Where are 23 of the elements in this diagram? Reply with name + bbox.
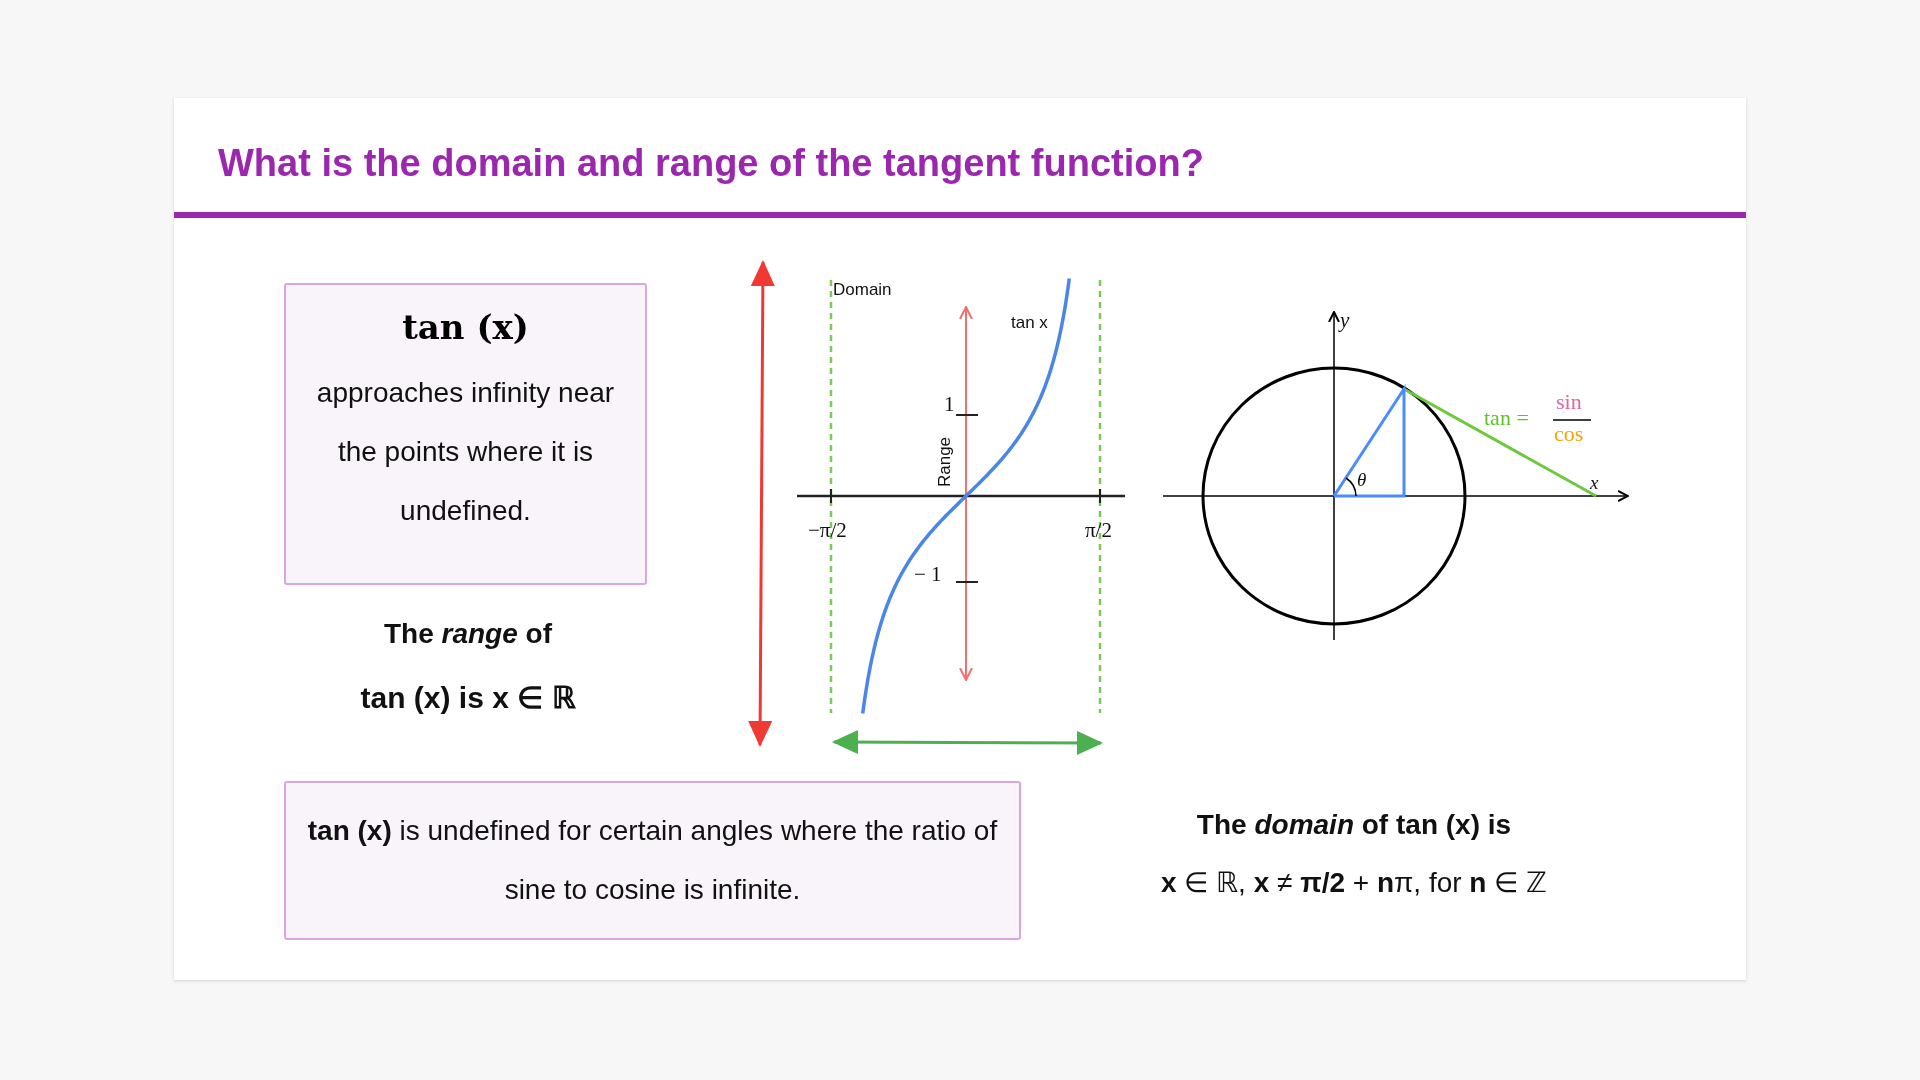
region-label: Domain	[833, 280, 892, 300]
domain-heading: The domain of tan (x) is	[1196, 809, 1512, 841]
angle-label: θ	[1357, 469, 1367, 491]
text-box	[284, 781, 1021, 940]
domain-statement: x ∈ ℝ, x ≠ π/2 + nπ, for n ∈ ℤ	[1160, 866, 1548, 899]
formula-numerator: sin	[1556, 389, 1582, 415]
tick-label: π/2	[1085, 518, 1112, 543]
formula-denominator: cos	[1554, 421, 1584, 447]
range-heading: The range of	[384, 618, 552, 650]
description-text: approaches infinity near the points where it is undefined.	[315, 376, 616, 528]
text-box	[284, 283, 647, 585]
title-text: What is the domain and range of the tangent function?	[218, 142, 1204, 185]
formula-text: tan =	[1484, 405, 1529, 431]
curve-label: tan x	[1011, 313, 1048, 333]
axis-label: y	[1340, 308, 1350, 333]
axis-label: Range	[935, 436, 956, 488]
tick-label: − 1	[914, 562, 942, 587]
tick-label: 1	[944, 392, 955, 417]
tick-label: −π/2	[808, 518, 847, 543]
description-text: tan (x) is undefined for certain angles where the ratio of sine to cosine is infinite.	[306, 814, 999, 907]
axis-label: x	[1590, 472, 1599, 494]
function-heading: tan (x)	[401, 307, 530, 347]
range-statement: tan (x) is x ∈ ℝ	[360, 680, 576, 715]
